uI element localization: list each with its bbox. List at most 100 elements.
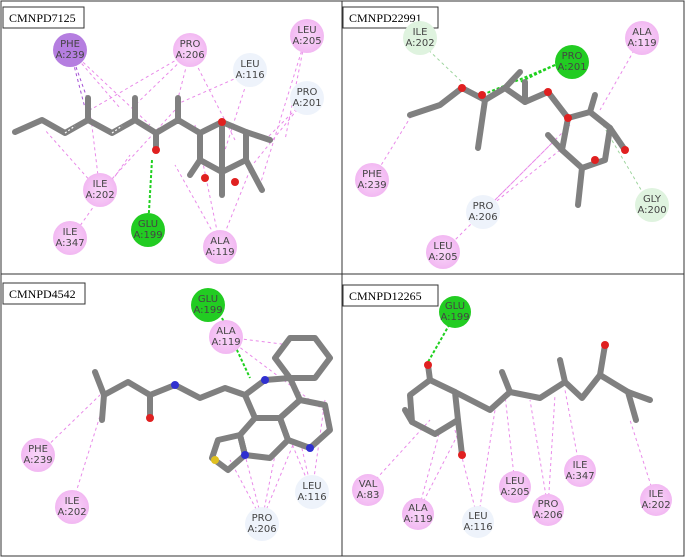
residue-leu116: LEU A:116 xyxy=(233,53,267,87)
panel-4-title: CMNPD12265 xyxy=(342,284,439,307)
residue-ala119: ALA A:119 xyxy=(625,21,659,55)
svg-text:A:202: A:202 xyxy=(405,38,434,49)
svg-text:PHE: PHE xyxy=(362,169,382,180)
svg-text:ALA: ALA xyxy=(210,236,230,247)
svg-text:A:239: A:239 xyxy=(55,50,84,61)
residue-ile202: ILE A:202 xyxy=(640,484,672,516)
compound-name-4: CMNPD12265 xyxy=(349,289,422,303)
residue-glu199: GLU A:199 xyxy=(191,288,225,322)
residue-val83: VAL A:83 xyxy=(352,474,384,506)
residue-pro206: PRO A:206 xyxy=(245,507,279,541)
panel-1-residues: PHE A:239 PRO A:206 LEU A:116 LEU A:205 … xyxy=(53,19,324,264)
svg-text:ILE: ILE xyxy=(65,496,80,507)
svg-text:GLU: GLU xyxy=(445,301,465,312)
residue-leu205: LEU A:205 xyxy=(426,235,460,269)
residue-pro206: PRO A:206 xyxy=(173,33,207,67)
residue-phe239: PHE A:239 xyxy=(53,33,87,67)
svg-text:A:347: A:347 xyxy=(565,471,594,482)
svg-text:PRO: PRO xyxy=(252,513,273,524)
svg-text:A:199: A:199 xyxy=(193,305,222,316)
residue-ala119: ALA A:119 xyxy=(203,230,237,264)
svg-text:ILE: ILE xyxy=(93,179,108,190)
panel-2-residues: ILE A:202 PRO A:201 ALA A:119 PHE A:239 … xyxy=(355,21,669,269)
svg-text:LEU: LEU xyxy=(297,25,316,36)
residue-ile347: ILE A:347 xyxy=(53,221,87,255)
panel-4-ligand xyxy=(402,342,653,458)
svg-text:A:116: A:116 xyxy=(297,492,326,503)
residue-ile202: ILE A:202 xyxy=(403,21,437,55)
residue-glu199: GLU A:199 xyxy=(439,296,471,328)
panel-1-ligand-atoms xyxy=(64,118,239,186)
residue-pro201: PRO A:201 xyxy=(290,81,324,115)
svg-text:LEU: LEU xyxy=(240,59,259,70)
panel-1-title: CMNPD7125 xyxy=(2,6,85,29)
panel-4-ligand-atoms xyxy=(424,341,609,459)
svg-text:LEU: LEU xyxy=(505,476,524,487)
svg-text:A:205: A:205 xyxy=(500,487,529,498)
residue-pro206: PRO A:206 xyxy=(532,494,564,526)
svg-text:A:200: A:200 xyxy=(637,205,666,216)
svg-text:A:202: A:202 xyxy=(57,507,86,518)
svg-text:A:202: A:202 xyxy=(85,190,114,201)
panel-3-title: CMNPD4542 xyxy=(2,282,86,305)
svg-text:GLU: GLU xyxy=(198,294,218,305)
svg-text:A:206: A:206 xyxy=(175,50,204,61)
svg-text:A:206: A:206 xyxy=(247,524,276,535)
svg-text:A:347: A:347 xyxy=(55,238,84,249)
svg-text:LEU: LEU xyxy=(302,481,321,492)
svg-text:LEU: LEU xyxy=(468,511,487,522)
residue-pro201: PRO A:201 xyxy=(555,45,589,79)
residue-ile202: ILE A:202 xyxy=(55,490,89,524)
svg-text:ALA: ALA xyxy=(632,27,652,38)
compound-name-1: CMNPD7125 xyxy=(9,11,76,25)
svg-text:ILE: ILE xyxy=(649,489,664,500)
compound-name-3: CMNPD4542 xyxy=(9,287,76,301)
svg-text:A:199: A:199 xyxy=(133,230,162,241)
svg-text:ILE: ILE xyxy=(63,227,78,238)
svg-text:A:202: A:202 xyxy=(641,500,670,511)
residue-pro206: PRO A:206 xyxy=(466,195,500,229)
svg-text:PRO: PRO xyxy=(297,87,318,98)
svg-text:A:239: A:239 xyxy=(357,180,386,191)
svg-text:A:119: A:119 xyxy=(403,514,432,525)
svg-text:A:119: A:119 xyxy=(627,38,656,49)
svg-text:A:83: A:83 xyxy=(357,490,380,501)
residue-leu116: LEU A:116 xyxy=(295,475,329,509)
panel-3-residues: GLU A:199 ALA A:119 PHE A:239 ILE A:202 … xyxy=(21,288,329,541)
svg-text:A:119: A:119 xyxy=(205,247,234,258)
panel-4-residues: GLU A:199 VAL A:83 ALA A:119 LEU A:116 L… xyxy=(352,296,672,538)
residue-ile347: ILE A:347 xyxy=(564,455,596,487)
svg-text:PRO: PRO xyxy=(562,51,583,62)
svg-text:VAL: VAL xyxy=(359,479,378,490)
svg-text:A:201: A:201 xyxy=(557,62,586,73)
svg-text:A:119: A:119 xyxy=(211,337,240,348)
residue-ile202: ILE A:202 xyxy=(83,173,117,207)
svg-text:LEU: LEU xyxy=(433,241,452,252)
svg-text:A:205: A:205 xyxy=(428,252,457,263)
svg-text:GLY: GLY xyxy=(643,194,662,205)
svg-text:A:206: A:206 xyxy=(533,510,562,521)
svg-text:A:206: A:206 xyxy=(468,212,497,223)
svg-text:PRO: PRO xyxy=(473,201,494,212)
svg-text:A:201: A:201 xyxy=(292,98,321,109)
svg-text:A:199: A:199 xyxy=(440,312,469,323)
panel-2-ligand-atoms xyxy=(458,84,629,164)
residue-gly200: GLY A:200 xyxy=(635,188,669,222)
svg-text:A:116: A:116 xyxy=(235,70,264,81)
svg-text:ILE: ILE xyxy=(413,27,428,38)
svg-text:PRO: PRO xyxy=(538,499,559,510)
residue-leu205: LEU A:205 xyxy=(290,19,324,53)
residue-leu116: LEU A:116 xyxy=(462,506,494,538)
residue-phe239: PHE A:239 xyxy=(355,163,389,197)
panel-3-interaction-lines xyxy=(37,317,331,521)
svg-text:A:239: A:239 xyxy=(23,455,52,466)
residue-glu199: GLU A:199 xyxy=(131,213,165,247)
svg-text:ALA: ALA xyxy=(216,326,236,337)
svg-text:A:205: A:205 xyxy=(292,36,321,47)
residue-phe239: PHE A:239 xyxy=(21,438,55,472)
residue-ala119: ALA A:119 xyxy=(209,320,243,354)
panel-3-ligand xyxy=(92,335,333,473)
